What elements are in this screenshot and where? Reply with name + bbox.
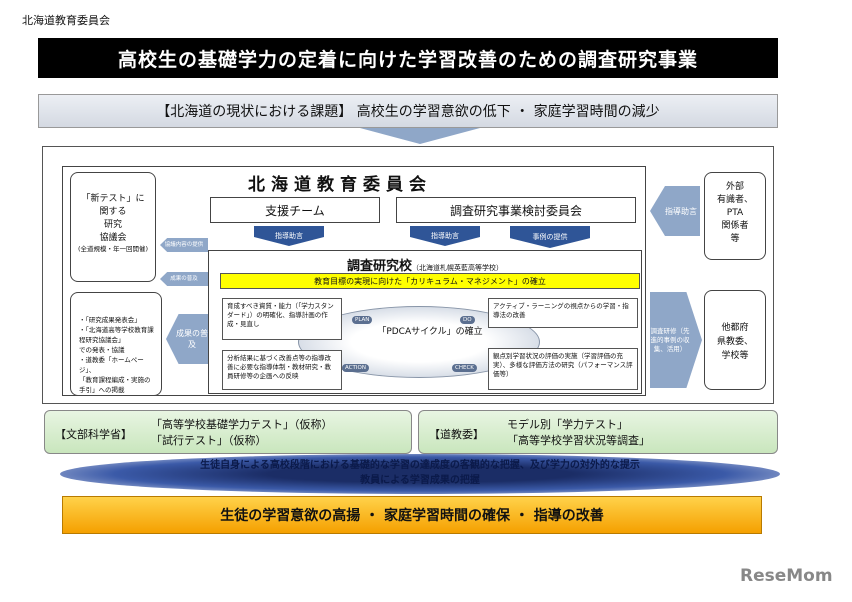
research-council-note: (全道規模・年一回開催): [77, 245, 149, 253]
dissemination-line: ・「研究成果発表会」: [79, 316, 141, 324]
down-arrow: [360, 128, 480, 144]
left-arrow-1: 協議内容の提供: [160, 238, 208, 252]
support-team-box: 支援チーム: [210, 197, 380, 223]
check-tag-label: CHECK: [452, 364, 477, 372]
do-tag-label: DO: [460, 316, 475, 324]
research-council-line: 関する: [99, 207, 127, 217]
other-prefectures-line: 県教委、: [716, 337, 753, 347]
guidance-arrow-2: 指導助言: [410, 226, 480, 246]
dissemination-line: ・「北海道高等学校教育課程研究協議会」: [79, 326, 154, 344]
research-council-box: 「新テスト」に 関する 研究 協議会 (全道規模・年一回開催): [70, 172, 156, 282]
organization-label: 北海道教育委員会: [22, 14, 110, 27]
check-tag: CHECK: [452, 354, 477, 373]
committee-box: 調査研究事業検討委員会: [396, 197, 636, 223]
plan-tag-label: PLAN: [352, 316, 373, 324]
dokyoi-line: モデル別「学力テスト」: [507, 418, 628, 431]
result-banner: 生徒の学習意欲の高揚 ・ 家庭学習時間の確保 ・ 指導の改善: [62, 496, 762, 534]
dokyoi-box: 【道教委】 モデル別「学力テスト」 「高等学校学習状況等調査」: [418, 410, 778, 454]
school-title: 調査研究校（北海道札幌英藍高等学校）: [208, 255, 642, 274]
check-note: 観点別学習状況の評価の実施（学習評価の充実）、多様な評価方法の研究（パフォーマン…: [488, 348, 638, 390]
outcome-line: 生徒自身による高校段階における基礎的な学習の達成度の客観的な把握、及び学力の対外…: [200, 460, 640, 471]
external-experts-line: 関係者: [721, 221, 749, 231]
action-tag: ACTION: [342, 354, 369, 373]
research-council-line: 「新テスト」に: [81, 194, 145, 204]
external-experts-box: 外部 有識者、 PTA 関係者 等: [704, 172, 766, 260]
outcome-text: 生徒自身による高校段階における基礎的な学習の達成度の客観的な把握、及び学力の対外…: [60, 458, 780, 488]
left-arrow-2: 成果の普及: [160, 272, 208, 286]
action-note: 分析結果に基づく改善点等の指導改善に必要な指導体制・教材研究・教員研修等の企画へ…: [222, 350, 342, 390]
pdca-label: 「PDCAサイクル」の確立: [377, 327, 483, 337]
page-title: 高校生の基礎学力の定着に向けた学習改善のための調査研究事業: [38, 38, 778, 78]
other-prefectures-line: 学校等: [721, 351, 749, 361]
mext-label: 【文部科学省】: [55, 428, 132, 441]
external-experts-line: 等: [730, 234, 740, 244]
research-council-line: 協議会: [99, 233, 127, 243]
external-experts-line: 有識者、: [716, 195, 753, 205]
guidance-arrow-1: 指導助言: [254, 226, 324, 246]
dokyoi-line: 「高等学校学習状況等調査」: [507, 434, 650, 447]
do-tag: DO: [460, 306, 475, 325]
outcome-glow: [60, 454, 780, 494]
mext-box: 【文部科学省】 「高等学校基礎学力テスト」（仮称） 「試行テスト」（仮称）: [44, 410, 412, 454]
external-experts-line: 外部: [725, 182, 744, 192]
other-prefectures-box: 他都府 県教委、 学校等: [704, 290, 766, 390]
plan-tag: PLAN: [352, 306, 373, 325]
school-subtitle: （北海道札幌英藍高等学校）: [412, 264, 503, 272]
action-tag-label: ACTION: [342, 364, 369, 372]
goal-banner: 教育目標の実現に向けた「カリキュラム・マネジメント」の確立: [220, 273, 640, 289]
outcome-line: 教員による学習成果の把握: [360, 475, 480, 486]
dissemination-box: ・「研究成果発表会」 ・「北海道高等学校教育課程研究協議会」 での発表・協議 ・…: [70, 292, 162, 396]
mext-line: 「試行テスト」（仮称）: [151, 434, 267, 447]
issue-banner: 【北海道の現状における課題】 高校生の学習意欲の低下 ・ 家庭学習時間の減少: [38, 94, 778, 128]
other-prefectures-line: 他都府: [721, 323, 749, 333]
dissemination-line: 「教育課程編成・実施の手引」への掲載: [79, 376, 151, 394]
board-title: 北海道教育委員会: [248, 175, 432, 195]
mext-line: 「高等学校基礎学力テスト」（仮称）: [151, 418, 333, 431]
dokyoi-label: 【道教委】: [429, 428, 484, 441]
resemom-logo: ReseMom: [740, 566, 833, 586]
external-experts-line: PTA: [726, 208, 744, 218]
dissemination-line: での発表・協議: [79, 346, 125, 354]
school-name: 調査研究校: [346, 259, 412, 274]
dissemination-line: ・道教委「ホームページ」、: [79, 356, 144, 374]
plan-note: 育成すべき資質・能力（「学力スタンダード」）の明確化、指導計画の作成・見直し: [222, 298, 342, 340]
case-arrow: 事例の提供: [510, 226, 590, 248]
do-note: アクティブ・ラーニングの視点からの学習・指導法の改善: [488, 298, 638, 328]
research-council-line: 研究: [103, 220, 122, 230]
